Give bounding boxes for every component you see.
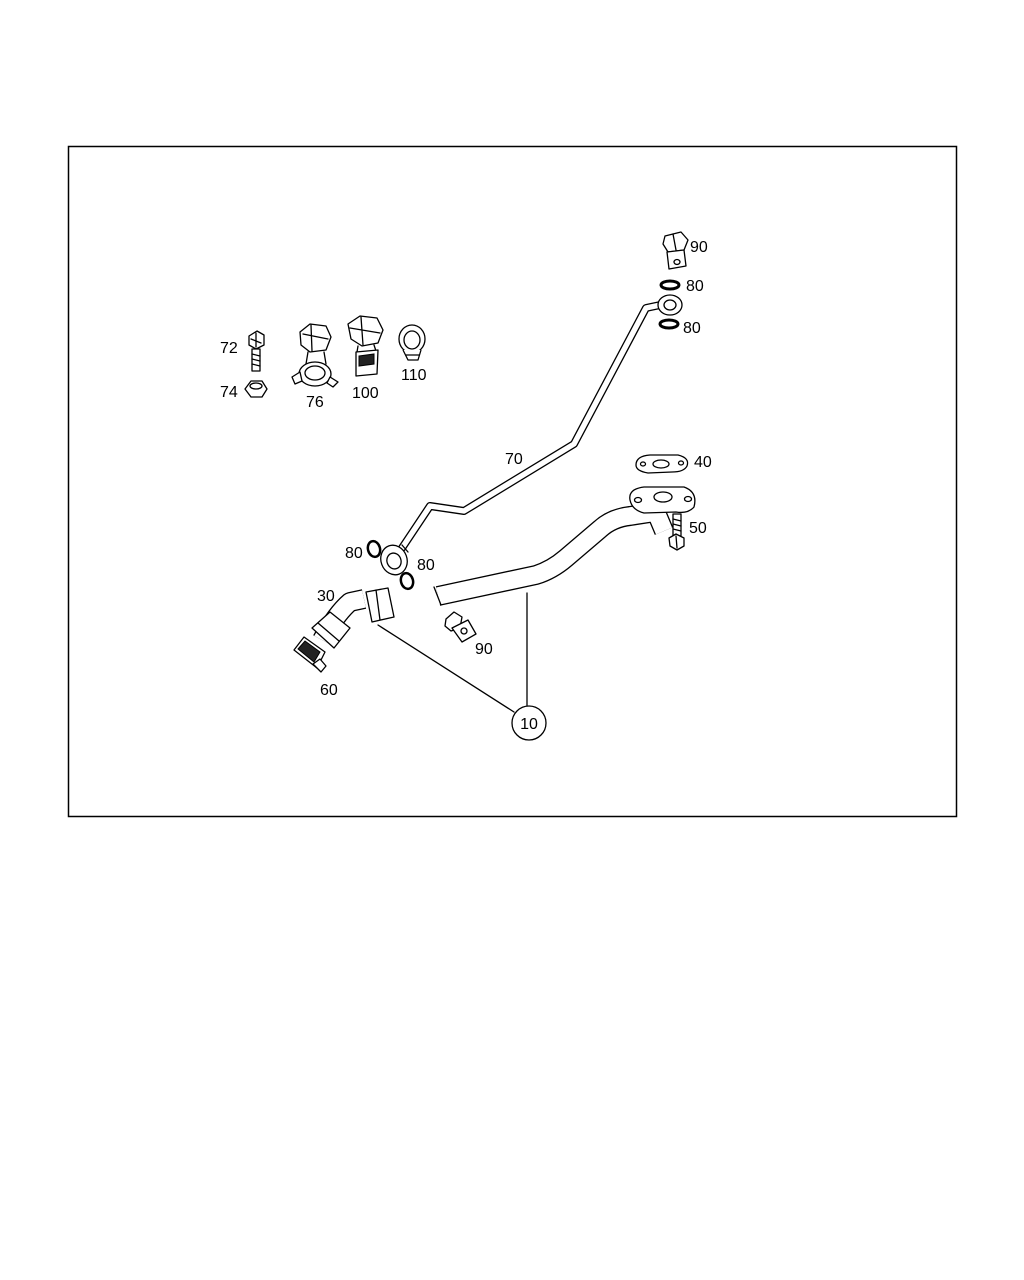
label-76: 76 — [306, 394, 324, 411]
banjo-bolt-90-top — [662, 231, 689, 270]
clip-110 — [398, 324, 426, 361]
sealing-ring-80-right — [399, 571, 415, 591]
label-80-right: 80 — [417, 557, 435, 574]
label-110: 110 — [401, 367, 427, 384]
callout-circle-10 — [511, 705, 547, 741]
label-72: 72 — [220, 340, 238, 357]
sealing-ring-80-top-b — [658, 318, 680, 330]
oil-return-line — [433, 486, 696, 606]
label-50: 50 — [689, 520, 707, 537]
gasket-40 — [635, 454, 689, 474]
sealing-ring-80-left — [366, 539, 382, 559]
sealing-ring-80-top-a — [659, 279, 681, 291]
label-40: 40 — [694, 454, 712, 471]
label-70: 70 — [505, 451, 523, 468]
diagram-frame — [67, 145, 958, 818]
label-90-bottom: 90 — [475, 641, 493, 658]
nut-74 — [244, 380, 268, 398]
bolt-50 — [668, 513, 685, 551]
callout-lines — [377, 592, 528, 713]
label-60: 60 — [320, 682, 338, 699]
label-90-top: 90 — [690, 239, 708, 256]
hose-clamp-60 — [293, 636, 327, 673]
clamp-76 — [291, 323, 339, 388]
label-10: 10 — [520, 716, 538, 733]
banjo-bolt-90-bottom — [444, 611, 477, 643]
clamp-100 — [347, 315, 384, 377]
bolt-72 — [248, 330, 265, 372]
hose-30 — [311, 587, 395, 649]
label-30: 30 — [317, 588, 335, 605]
label-80-left: 80 — [345, 545, 363, 562]
oil-feed-line-70 — [380, 294, 683, 576]
label-74: 74 — [220, 384, 238, 401]
label-80-top-b: 80 — [683, 320, 701, 337]
label-80-top-a: 80 — [686, 278, 704, 295]
label-100: 100 — [352, 385, 379, 402]
